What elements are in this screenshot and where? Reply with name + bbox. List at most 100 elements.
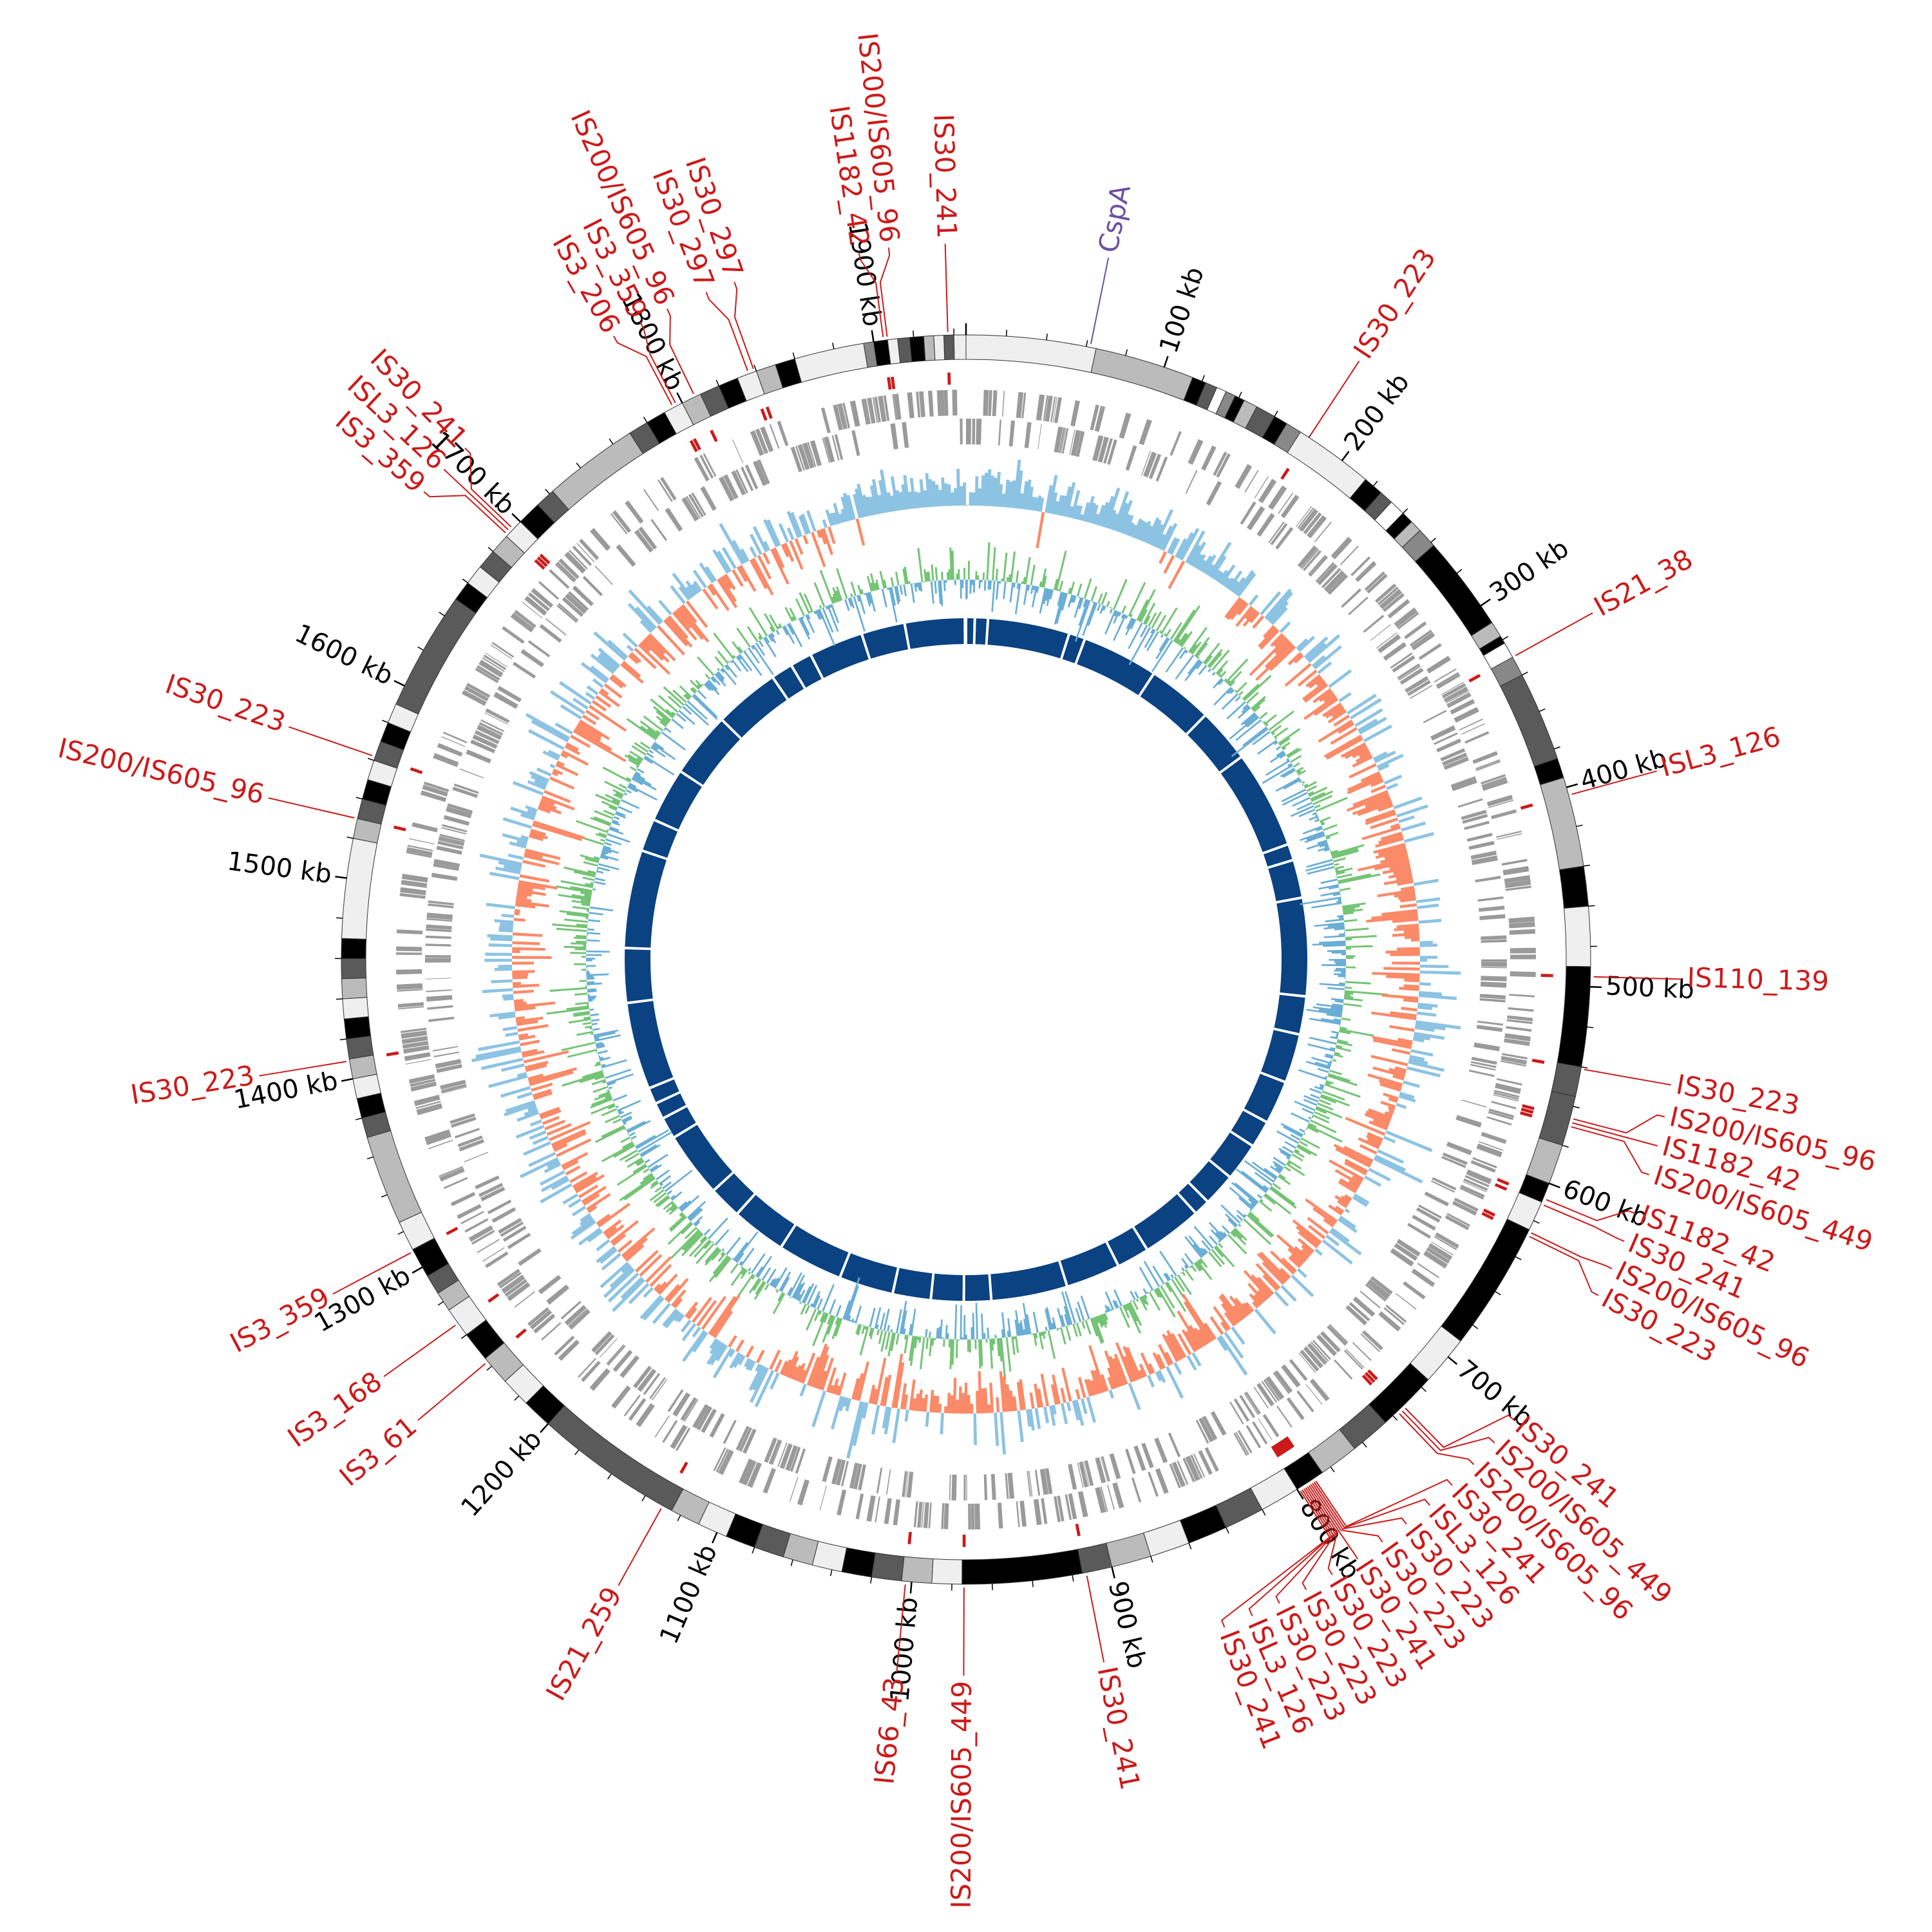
is-element-mark: [1367, 1369, 1378, 1381]
minor-tick: [643, 417, 648, 423]
minor-tick: [437, 1301, 444, 1306]
coding-block: [715, 1173, 754, 1213]
ideogram-band: [341, 334, 1591, 1585]
major-tick: [1566, 783, 1578, 788]
minor-tick: [913, 330, 914, 337]
leader-line: [1220, 1490, 1331, 1628]
major-tick: [540, 1423, 549, 1434]
gc-skew-positive: [471, 459, 1461, 1459]
leader-line: [1302, 1487, 1336, 1590]
is-element-mark: [710, 430, 718, 442]
is-element-label: IS30_241: [927, 113, 963, 239]
major-tick: [1480, 598, 1491, 607]
leader-line: [858, 251, 884, 337]
is-element-mark: [1277, 1441, 1287, 1454]
leader-line: [332, 1252, 412, 1295]
minor-tick: [1150, 1556, 1153, 1563]
leader-line: [1405, 1407, 1515, 1448]
is-element-mark: [446, 1226, 459, 1236]
band-segment: [1368, 1363, 1429, 1423]
tick-label: 1100 kb: [654, 1540, 723, 1649]
leader-line: [1399, 1413, 1475, 1465]
minor-tick: [1456, 569, 1463, 574]
is-element-mark: [1274, 1443, 1283, 1455]
minor-tick: [1421, 1387, 1426, 1392]
minor-tick: [417, 646, 424, 651]
minor-tick: [1588, 905, 1595, 907]
band-segment: [1558, 866, 1589, 909]
is-element-label: ISL3_126: [1657, 721, 1784, 783]
coding-block: [643, 821, 678, 858]
band-segment: [909, 336, 926, 363]
band-segment: [943, 334, 955, 361]
minor-tick: [355, 797, 363, 800]
is-element-label: IS3_61: [334, 1410, 423, 1493]
coding-block: [1077, 639, 1153, 696]
coding-block: [1188, 716, 1240, 772]
coding-block: [1268, 861, 1302, 902]
minor-tick: [1522, 671, 1528, 676]
coding-block: [1140, 675, 1204, 734]
is-element-mark: [536, 556, 548, 567]
minor-tick: [792, 352, 795, 359]
band-segment: [395, 598, 477, 715]
leader-line: [1515, 612, 1593, 656]
leader-line: [1310, 1484, 1383, 1543]
leader-line: [1315, 1479, 1453, 1528]
is-element-labels: CspAIS30_223IS21_38ISL3_126IS110_139IS30…: [55, 31, 1879, 1908]
leader-line: [1248, 1489, 1332, 1616]
coding-block: [965, 1274, 990, 1302]
leader-line: [944, 243, 949, 332]
band-segment: [1077, 1542, 1113, 1574]
minor-tick: [462, 578, 468, 583]
is-element-mark: [947, 372, 951, 385]
minor-tick: [486, 1365, 493, 1371]
is-element-label: IS21_38: [1589, 543, 1698, 623]
coding-block: [625, 851, 667, 948]
major-tick: [511, 513, 521, 523]
minor-tick: [1125, 349, 1128, 356]
minor-tick: [1086, 340, 1088, 347]
minor-tick: [397, 1231, 404, 1235]
minor-tick: [1472, 1324, 1479, 1329]
band-segment: [923, 335, 936, 361]
is-element-mark: [1285, 1436, 1295, 1448]
minor-tick: [460, 1334, 467, 1340]
minor-tick: [870, 1577, 873, 1584]
coding-block: [738, 1195, 795, 1246]
is-element-label: IS66_43: [868, 1676, 910, 1786]
minor-tick: [1274, 410, 1278, 417]
leader-line: [1546, 1198, 1636, 1222]
is-element-mark: [1278, 1440, 1289, 1453]
minor-tick: [1553, 746, 1560, 750]
band-segment: [1551, 1062, 1582, 1097]
minor-tick: [1562, 1144, 1569, 1148]
minor-tick: [1188, 1542, 1192, 1549]
coding-block: [1060, 1242, 1117, 1285]
band-segment: [1557, 966, 1591, 1068]
coding-block: [894, 1267, 933, 1299]
major-tick: [871, 330, 875, 342]
minor-tick: [1201, 375, 1205, 382]
minor-tick: [366, 1156, 374, 1160]
leader-line: [705, 292, 748, 372]
leader-line: [1543, 1204, 1625, 1242]
minor-tick: [1072, 1575, 1074, 1582]
minor-tick: [439, 612, 445, 616]
minor-tick: [1046, 334, 1048, 341]
minor-tick: [355, 1117, 362, 1121]
is-element-mark: [679, 1461, 688, 1474]
is-element-mark: [539, 553, 551, 565]
minor-tick: [1392, 1415, 1398, 1421]
gc-content-low: [586, 580, 1346, 1340]
minor-tick: [346, 837, 354, 839]
is-element-mark: [1540, 974, 1553, 978]
coding-block: [664, 1107, 696, 1137]
leader-line: [1593, 976, 1682, 980]
is-element-mark: [515, 1328, 527, 1339]
band-segment: [794, 343, 868, 383]
is-element-label: IS30_223: [162, 668, 290, 738]
minor-tick: [514, 1396, 520, 1401]
coding-block: [1231, 1110, 1266, 1145]
is-element-mark: [488, 1293, 500, 1303]
